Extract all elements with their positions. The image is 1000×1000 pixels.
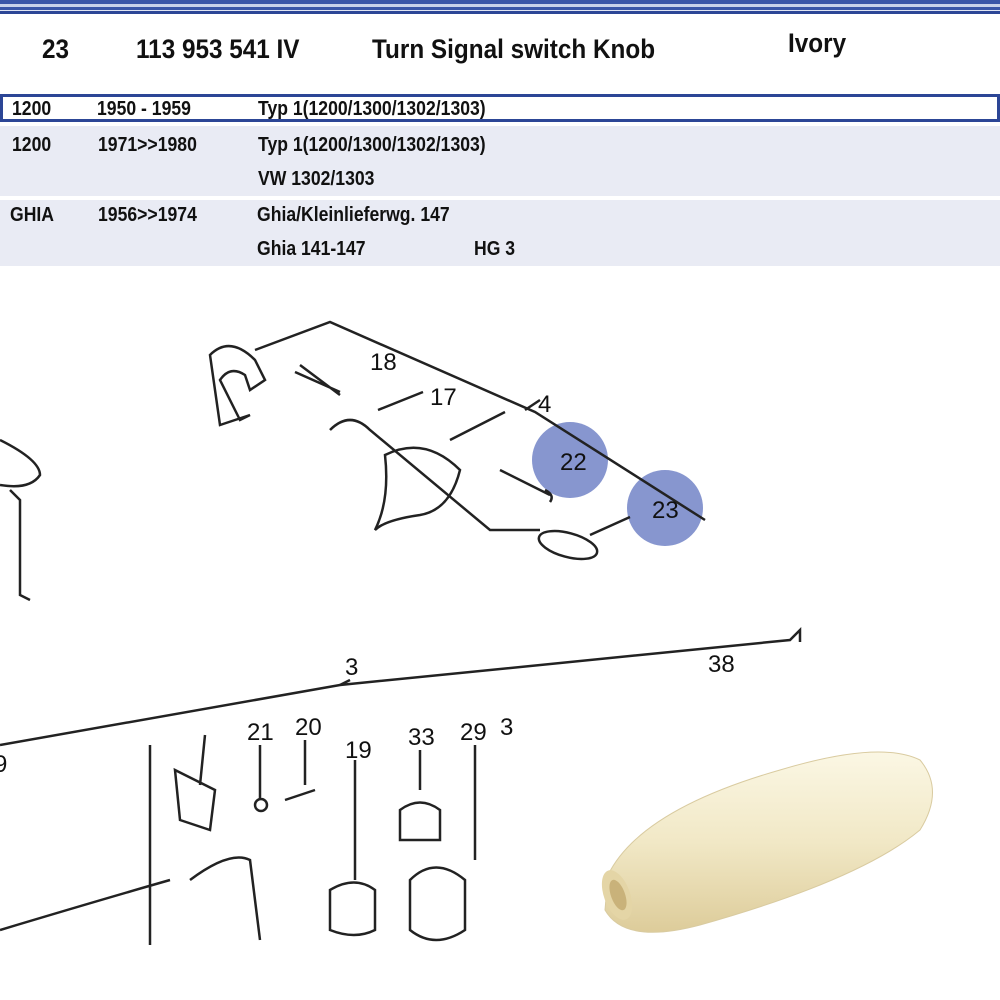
part-number: 113 953 541 IV	[136, 34, 300, 64]
svg-text:9: 9	[0, 751, 7, 778]
svg-text:17: 17	[430, 384, 457, 411]
screw-18	[294, 364, 341, 396]
knob-photo	[601, 751, 933, 933]
svg-text:20: 20	[295, 714, 322, 741]
svg-text:29: 29	[460, 719, 487, 746]
knob-part-23	[537, 529, 599, 561]
svg-text:18: 18	[370, 349, 397, 376]
table-row[interactable]: 1200 1971>>1980 Typ 1(1200/1300/1302/130…	[0, 126, 1000, 196]
years: 1956>>1974	[98, 204, 197, 226]
svg-text:19: 19	[345, 737, 372, 764]
table-row[interactable]: GHIA 1956>>1974 Ghia/Kleinlieferwg. 147 …	[0, 200, 1000, 266]
table-row[interactable]: 1200 1950 - 1959 Typ 1(1200/1300/1302/13…	[0, 94, 1000, 122]
svg-text:4: 4	[538, 391, 551, 418]
years: 1950 - 1959	[97, 98, 191, 120]
svg-text:23: 23	[652, 497, 679, 524]
part-color: Ivory	[788, 28, 847, 58]
clamp-part	[208, 345, 267, 427]
highlight-22	[532, 422, 608, 498]
top-band	[0, 0, 1000, 14]
svg-text:21: 21	[247, 719, 274, 746]
switch-lever	[373, 446, 462, 531]
parts-diagram: 18 17 4 22 23 3 38 21 20 19 33 29 3 9	[0, 320, 1000, 1000]
screw-22	[499, 468, 553, 503]
description: Typ 1(1200/1300/1302/1303)	[258, 134, 486, 156]
highlight-23	[627, 470, 703, 546]
model: 1200	[12, 98, 52, 120]
hg-code: HG 3	[474, 238, 516, 260]
description: Ghia/Kleinlieferwg. 147	[257, 204, 450, 226]
svg-text:22: 22	[560, 449, 587, 476]
svg-text:38: 38	[708, 651, 735, 678]
model: GHIA	[10, 204, 54, 226]
position-number: 23	[42, 34, 70, 64]
svg-text:3: 3	[500, 714, 513, 741]
years: 1971>>1980	[98, 134, 197, 156]
part-title: Turn Signal switch Knob	[372, 34, 656, 64]
svg-text:33: 33	[408, 724, 435, 751]
model: 1200	[12, 134, 52, 156]
description: Typ 1(1200/1300/1302/1303)	[258, 98, 486, 120]
switch-shaft	[329, 418, 540, 532]
svg-text:3: 3	[345, 654, 358, 681]
bracket-3	[0, 626, 802, 747]
description: VW 1302/1303	[258, 168, 375, 190]
description: Ghia 141-147	[257, 238, 366, 260]
